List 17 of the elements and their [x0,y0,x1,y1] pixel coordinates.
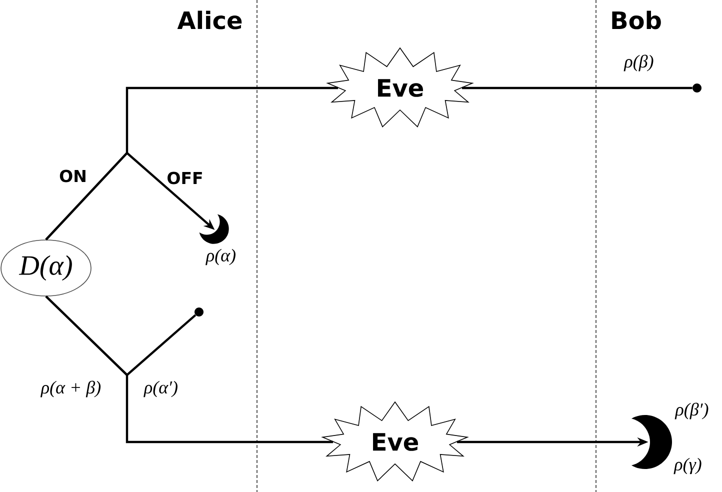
end-dot [194,308,204,316]
crescent [631,414,672,469]
ellipse-node: D(α) [0,240,92,296]
state-label: ρ(β′) [674,402,708,420]
edge-label: ON [58,168,88,184]
crescent [199,214,229,244]
column-heading: Alice [177,10,242,30]
edge-label: OFF [166,170,204,186]
state-label: ρ(β) [624,54,654,72]
connector [45,296,334,444]
column-heading: Bob [612,10,661,30]
state-label: ρ(α′) [144,380,178,398]
end-dot [692,84,702,92]
state-label: ρ(γ) [674,458,702,474]
connector [462,86,692,90]
state-label: ρ(α) [206,248,236,266]
state-label: ρ(α + β) [40,380,101,398]
